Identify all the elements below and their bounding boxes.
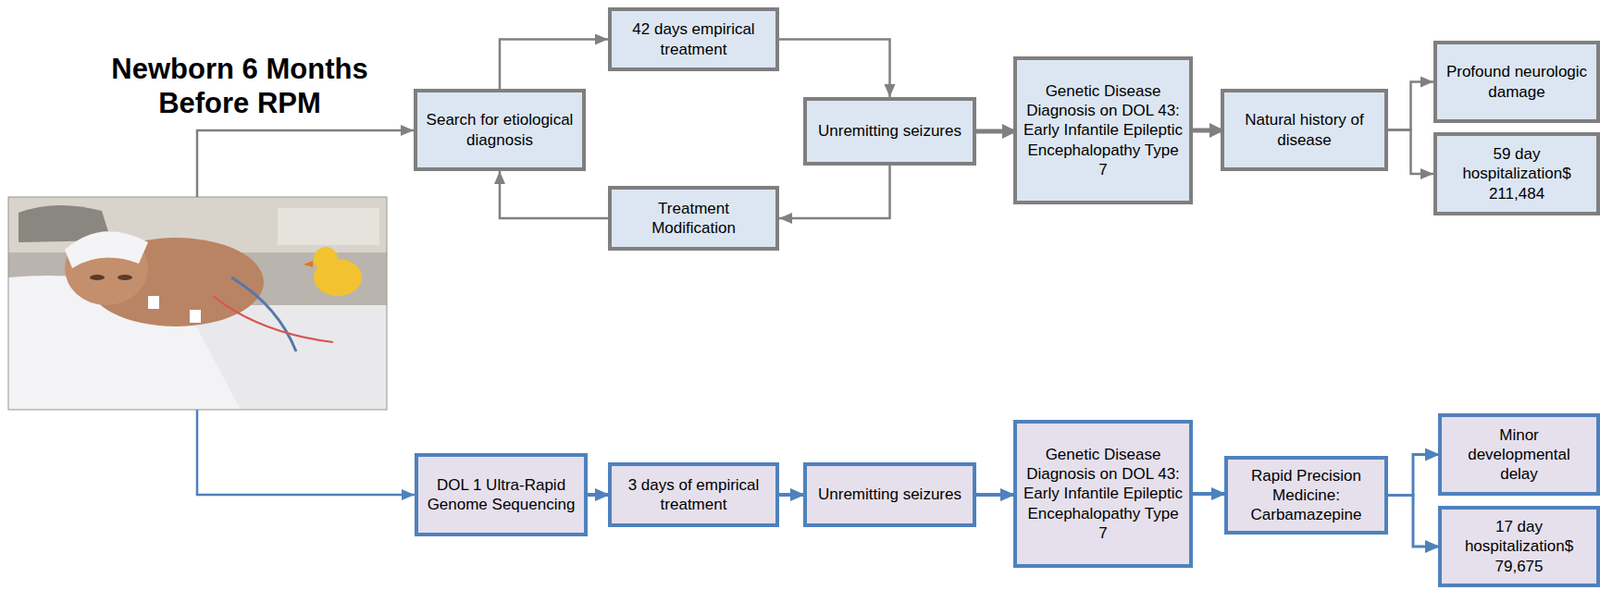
box-text: Minor developmental delay	[1447, 425, 1591, 485]
process-box: 42 days empirical treatment	[607, 7, 780, 72]
flow-arrow	[1192, 128, 1221, 134]
box-text: Search for etiological diagnosis	[422, 110, 577, 150]
process-box: Unremitting seizures	[803, 462, 977, 528]
box-text: Genetic Disease Diagnosis on DOL 43: Ear…	[1022, 81, 1184, 180]
flow-arrow	[587, 493, 608, 497]
box-text: Treatment Modification	[617, 198, 770, 239]
process-box: Natural history of disease	[1220, 88, 1389, 172]
process-box: Treatment Modification	[607, 186, 780, 251]
process-box: Search for etiological diagnosis	[413, 88, 586, 172]
flow-arrow	[1388, 455, 1439, 497]
process-box: Unremitting seizures	[803, 97, 977, 166]
process-box: DOL 1 Ultra-Rapid Genome Sequencing	[414, 453, 588, 537]
box-text: Profound neurologic damage	[1442, 62, 1591, 102]
process-box: Minor developmental delay	[1438, 413, 1600, 497]
flow-arrow	[779, 39, 891, 99]
flow-arrow	[976, 129, 1014, 135]
process-box: Profound neurologic damage	[1433, 40, 1600, 124]
box-text: Natural history of disease	[1229, 110, 1379, 150]
box-text: 17 day hospitalization$ 79,675	[1447, 517, 1591, 577]
process-box: 3 days of empirical treatment	[607, 462, 780, 528]
box-text: 59 day hospitalization$ 211,484	[1442, 144, 1591, 204]
process-box: Genetic Disease Diagnosis on DOL 43: Ear…	[1013, 420, 1193, 569]
diagram-title: Newborn 6 Months Before RPM	[91, 51, 388, 121]
box-text: Unremitting seizures	[818, 121, 962, 141]
flow-arrow	[499, 39, 608, 90]
process-box: 59 day hospitalization$ 211,484	[1433, 132, 1600, 216]
process-box: Rapid Precision Medicine: Carbamazepine	[1224, 456, 1389, 536]
flow-arrow	[499, 171, 608, 219]
flow-arrow	[1388, 130, 1434, 175]
flow-arrow	[779, 165, 891, 219]
flow-arrow	[779, 493, 804, 497]
flow-arrow	[1192, 492, 1225, 497]
flow-arrow	[1388, 82, 1434, 131]
box-text: 3 days of empirical treatment	[617, 475, 770, 516]
process-box: Genetic Disease Diagnosis on DOL 43: Ear…	[1013, 56, 1193, 205]
process-box: 17 day hospitalization$ 79,675	[1438, 506, 1600, 588]
box-text: Genetic Disease Diagnosis on DOL 43: Ear…	[1022, 445, 1184, 544]
flow-arrow	[976, 493, 1014, 497]
box-text: DOL 1 Ultra-Rapid Genome Sequencing	[423, 475, 579, 516]
flow-arrow	[1388, 496, 1439, 548]
box-text: Rapid Precision Medicine: Carbamazepine	[1233, 466, 1379, 526]
box-text: Unremitting seizures	[818, 484, 962, 505]
box-text: 42 days empirical treatment	[617, 19, 770, 60]
